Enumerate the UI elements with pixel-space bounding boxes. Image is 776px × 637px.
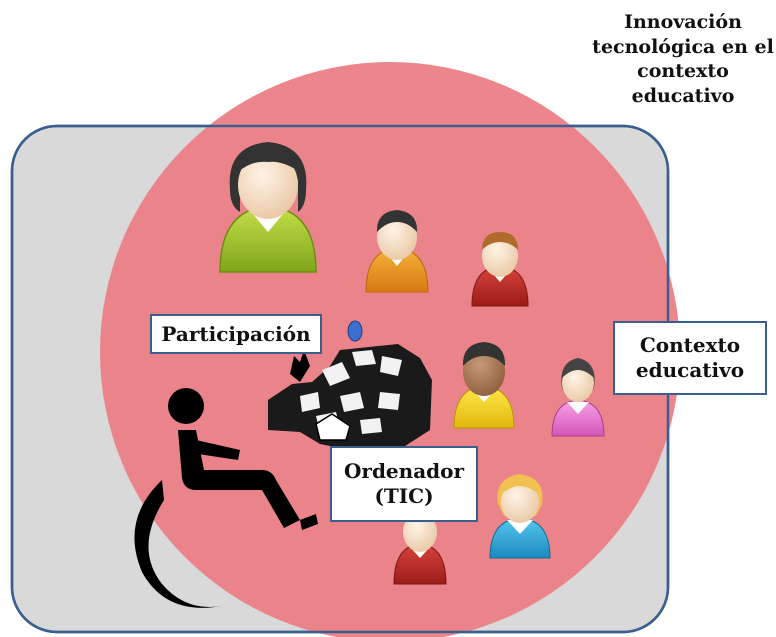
label-participacion: Participación <box>150 314 322 354</box>
student-icon-blue <box>489 474 551 559</box>
wheelchair-user-icon <box>134 388 318 608</box>
label-contexto-educativo: Contexto educativo <box>613 321 767 395</box>
student-icon-orange <box>365 210 429 293</box>
student-icon-yellow <box>453 342 515 429</box>
student-icon-red-bottom <box>393 512 447 585</box>
computer-icon <box>268 320 432 452</box>
student-icon-red <box>471 232 529 307</box>
teacher-icon <box>219 142 317 273</box>
student-icon-pink <box>551 358 605 437</box>
label-ordenador-tic: Ordenador (TIC) <box>330 446 478 522</box>
diagram-title: Innovación tecnológica en el contexto ed… <box>592 11 774 108</box>
